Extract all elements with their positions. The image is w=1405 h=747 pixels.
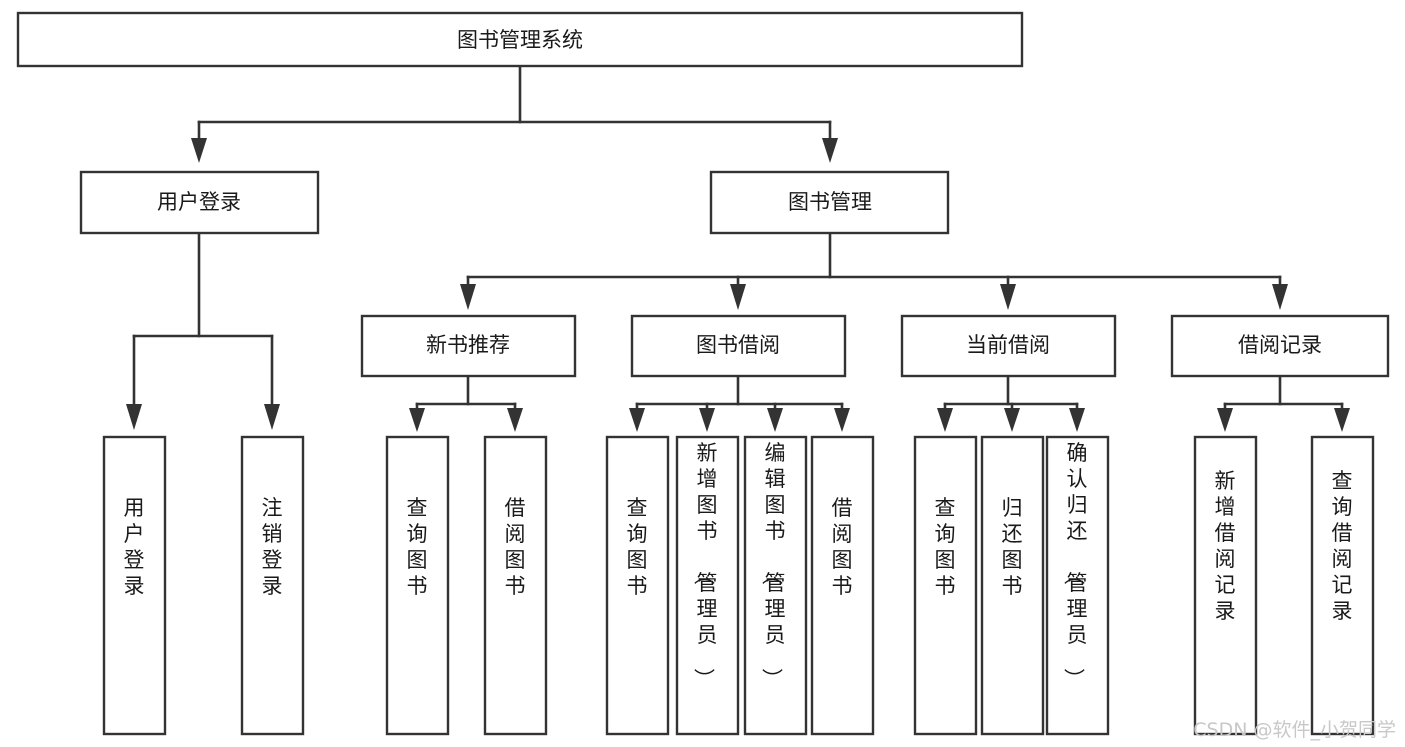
node-book-borrow[interactable]: 图书借阅 (630, 314, 847, 378)
node-leaf-borrow-book-1-label: 借阅图书 (505, 496, 526, 598)
node-leaf-query-book-1-label: 查询图书 (407, 496, 428, 598)
node-root-label: 图书管理系统 (457, 28, 583, 52)
arrow-head-leaf-query-book-3 (937, 408, 953, 432)
node-leaf-query-book-1[interactable]: 查询图书 (385, 435, 450, 736)
node-user-login-label: 用户登录 (157, 190, 241, 214)
arrow-head-leaf-borrow-book-1 (507, 408, 523, 432)
node-leaf-query-book-3[interactable]: 查询图书 (913, 435, 978, 736)
node-leaf-user-logout-label: 注销登录 (262, 496, 283, 598)
node-leaf-query-book-2[interactable]: 查询图书 (605, 435, 670, 736)
node-current-borrow[interactable]: 当前借阅 (900, 314, 1117, 378)
connector-group-book-borrow (629, 374, 850, 432)
arrow-head-new-book-recommend (460, 284, 476, 310)
arrow-head-leaf-user-login (126, 404, 142, 430)
arrow-head-leaf-add-book (699, 408, 715, 432)
csdn-watermark: CSDN @软件_小贺同学 (1193, 719, 1396, 741)
node-leaf-user-login[interactable]: 用户登录 (102, 435, 167, 736)
node-leaf-return-book[interactable]: 归还图书 (980, 435, 1045, 736)
arrow-head-leaf-edit-book (767, 408, 783, 432)
node-book-manage-box[interactable] (709, 170, 950, 235)
connector-group-book-manage (460, 231, 1288, 310)
node-book-manage[interactable]: 图书管理 (709, 170, 950, 235)
node-user-login-box[interactable] (79, 170, 320, 235)
node-leaf-confirm-return[interactable]: 确认归还（管理员） (1045, 435, 1110, 736)
node-root[interactable]: 图书管理系统 (16, 11, 1024, 68)
node-leaf-query-book-1-box[interactable] (385, 435, 450, 736)
node-leaf-query-book-2-label: 查询图书 (627, 496, 648, 598)
node-leaf-add-record[interactable]: 新增借阅记录 (1193, 435, 1258, 736)
connector-group-new-book-recommend (409, 374, 523, 432)
connector-group-user-login (126, 231, 280, 430)
node-leaf-query-record-box[interactable] (1310, 435, 1375, 736)
node-leaf-query-book-2-box[interactable] (605, 435, 670, 736)
node-leaf-borrow-book-2-label: 借阅图书 (832, 496, 853, 598)
node-leaf-confirm-return-box[interactable] (1045, 435, 1110, 736)
node-leaf-user-login-label: 用户登录 (124, 496, 145, 598)
arrow-head-leaf-query-record (1334, 408, 1350, 432)
node-borrow-record-box[interactable] (1170, 314, 1390, 378)
node-new-book-recommend-label: 新书推荐 (426, 333, 510, 357)
node-leaf-edit-book[interactable]: 编辑图书（管理员） (743, 435, 808, 736)
node-leaf-query-book-3-box[interactable] (913, 435, 978, 736)
arrow-head-leaf-return-book (1004, 408, 1020, 432)
node-leaf-add-book-label: 新增图书（管理员） (692, 441, 718, 689)
node-book-manage-label: 图书管理 (788, 190, 872, 214)
node-leaf-borrow-book-1[interactable]: 借阅图书 (483, 435, 548, 736)
arrow-head-book-manage (822, 138, 838, 163)
arrow-head-borrow-record (1272, 284, 1288, 310)
node-book-borrow-label: 图书借阅 (696, 333, 780, 357)
node-leaf-query-book-3-label: 查询图书 (935, 496, 956, 598)
node-leaf-borrow-book-2-box[interactable] (810, 435, 875, 736)
node-leaf-borrow-book-1-box[interactable] (483, 435, 548, 736)
arrow-head-leaf-borrow-book-2 (834, 408, 850, 432)
arrow-head-leaf-query-book-2 (629, 408, 645, 432)
node-current-borrow-label: 当前借阅 (966, 333, 1050, 357)
arrow-head-leaf-user-logout (264, 404, 280, 430)
node-new-book-recommend-box[interactable] (360, 314, 577, 378)
arrow-head-leaf-add-record (1217, 408, 1233, 432)
node-leaf-user-login-box[interactable] (102, 435, 167, 736)
node-leaf-add-record-label: 新增借阅记录 (1215, 469, 1236, 623)
node-borrow-record[interactable]: 借阅记录 (1170, 314, 1390, 378)
arrow-head-leaf-query-book-1 (409, 408, 425, 432)
connector-group-borrow-record (1217, 374, 1350, 432)
node-current-borrow-box[interactable] (900, 314, 1117, 378)
arrow-head-user-login (191, 138, 207, 163)
arrow-head-leaf-confirm-return (1069, 408, 1085, 432)
node-leaf-user-logout-box[interactable] (240, 435, 305, 736)
node-leaf-user-logout[interactable]: 注销登录 (240, 435, 305, 736)
node-user-login[interactable]: 用户登录 (79, 170, 320, 235)
node-leaf-edit-book-box[interactable] (743, 435, 808, 736)
node-borrow-record-label: 借阅记录 (1238, 333, 1322, 357)
arrow-head-current-borrow (1000, 284, 1016, 310)
node-leaf-edit-book-label: 编辑图书（管理员） (760, 441, 786, 689)
node-root-box[interactable] (16, 11, 1024, 68)
node-leaf-confirm-return-label: 确认归还（管理员） (1062, 441, 1088, 689)
node-book-borrow-box[interactable] (630, 314, 847, 378)
node-leaf-add-record-box[interactable] (1193, 435, 1258, 736)
node-leaf-borrow-book-2[interactable]: 借阅图书 (810, 435, 875, 736)
node-leaf-query-record-label: 查询借阅记录 (1332, 469, 1353, 623)
connector-group-current-borrow (937, 374, 1085, 432)
node-new-book-recommend[interactable]: 新书推荐 (360, 314, 577, 378)
node-leaf-return-book-box[interactable] (980, 435, 1045, 736)
node-leaf-add-book[interactable]: 新增图书（管理员） (675, 435, 740, 736)
arrow-head-book-borrow (730, 284, 746, 310)
node-leaf-query-record[interactable]: 查询借阅记录 (1310, 435, 1375, 736)
node-leaf-return-book-label: 归还图书 (1002, 496, 1023, 598)
connector-group-root (191, 64, 838, 163)
node-leaf-add-book-box[interactable] (675, 435, 740, 736)
